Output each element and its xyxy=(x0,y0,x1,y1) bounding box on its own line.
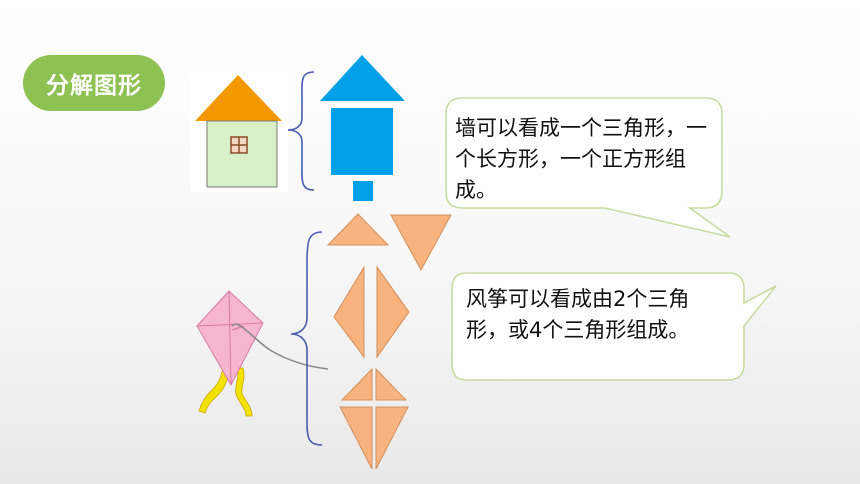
kite-piece-quarter-1 xyxy=(340,367,373,401)
kite-piece-quarter-3 xyxy=(339,406,373,470)
kite-piece-left-half xyxy=(333,265,365,359)
kite-piece-bottom-triangle xyxy=(390,214,452,272)
kite-picture xyxy=(196,290,329,417)
speech-bubble-kite xyxy=(451,272,777,381)
house-brace xyxy=(287,71,315,191)
kite-tail-left xyxy=(198,367,230,414)
kite-string xyxy=(231,323,329,370)
kite-piece-quarter-2 xyxy=(375,367,408,401)
house-rectangle-shape xyxy=(331,108,393,175)
kite-piece-right-half xyxy=(376,265,410,359)
house-square-shape xyxy=(353,181,373,201)
house-wall xyxy=(206,120,278,188)
house-roof xyxy=(195,75,282,121)
kite-tail-right xyxy=(235,367,253,417)
house-triangle-shape xyxy=(320,55,405,101)
house-picture xyxy=(191,72,288,192)
house-window-icon xyxy=(230,136,248,154)
kite-piece-quarter-4 xyxy=(375,406,409,470)
kite-brace xyxy=(290,231,323,446)
kite-caption-text: 风筝可以看成由2个三角形，或4个三角形组成。 xyxy=(466,287,690,342)
kite-piece-top-triangle xyxy=(326,213,390,246)
house-caption-text: 墙可以看成一个三角形，一个长方形，一个正方形组成。 xyxy=(455,116,707,202)
speech-bubble-house xyxy=(445,97,731,238)
section-title: 分解图形 xyxy=(23,55,165,111)
